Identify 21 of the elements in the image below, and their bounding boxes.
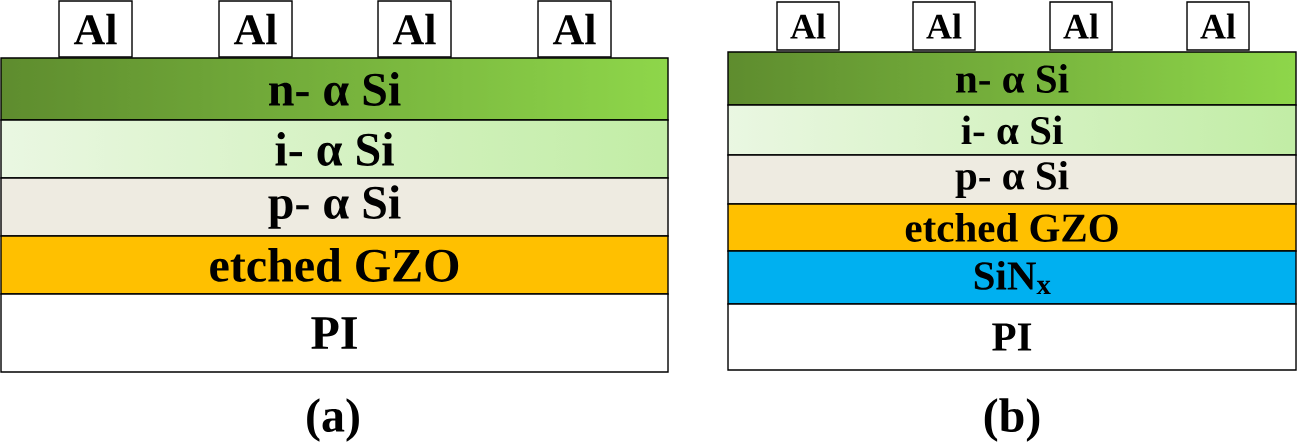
panel-label: (a) — [307, 398, 359, 442]
layer-band: n- α Si — [727, 51, 1297, 106]
layer-band: p- α Si — [727, 154, 1297, 205]
layer-band: p- α Si — [0, 177, 669, 237]
layer-band: PI — [727, 303, 1297, 371]
electrode-box: Al — [1049, 1, 1113, 51]
electrode-box: Al — [912, 1, 976, 51]
electrode-box: Al — [537, 0, 612, 58]
electrode-box: Al — [776, 1, 840, 51]
layer-band: etched GZO — [727, 203, 1297, 252]
electrode-box: Al — [377, 0, 452, 58]
layer-band: i- α Si — [727, 104, 1297, 156]
layer-band: PI — [0, 293, 669, 373]
panel-label: (b) — [984, 398, 1040, 442]
layer-band: SiN$_{x}$ — [727, 250, 1297, 305]
electrode-box: Al — [58, 0, 133, 58]
layer-band: i- α Si — [0, 119, 669, 179]
electrode-box: Al — [1186, 1, 1250, 51]
electrode-box: Al — [218, 0, 293, 58]
layer-band: etched GZO — [0, 235, 669, 295]
layer-band: n- α Si — [0, 57, 669, 121]
